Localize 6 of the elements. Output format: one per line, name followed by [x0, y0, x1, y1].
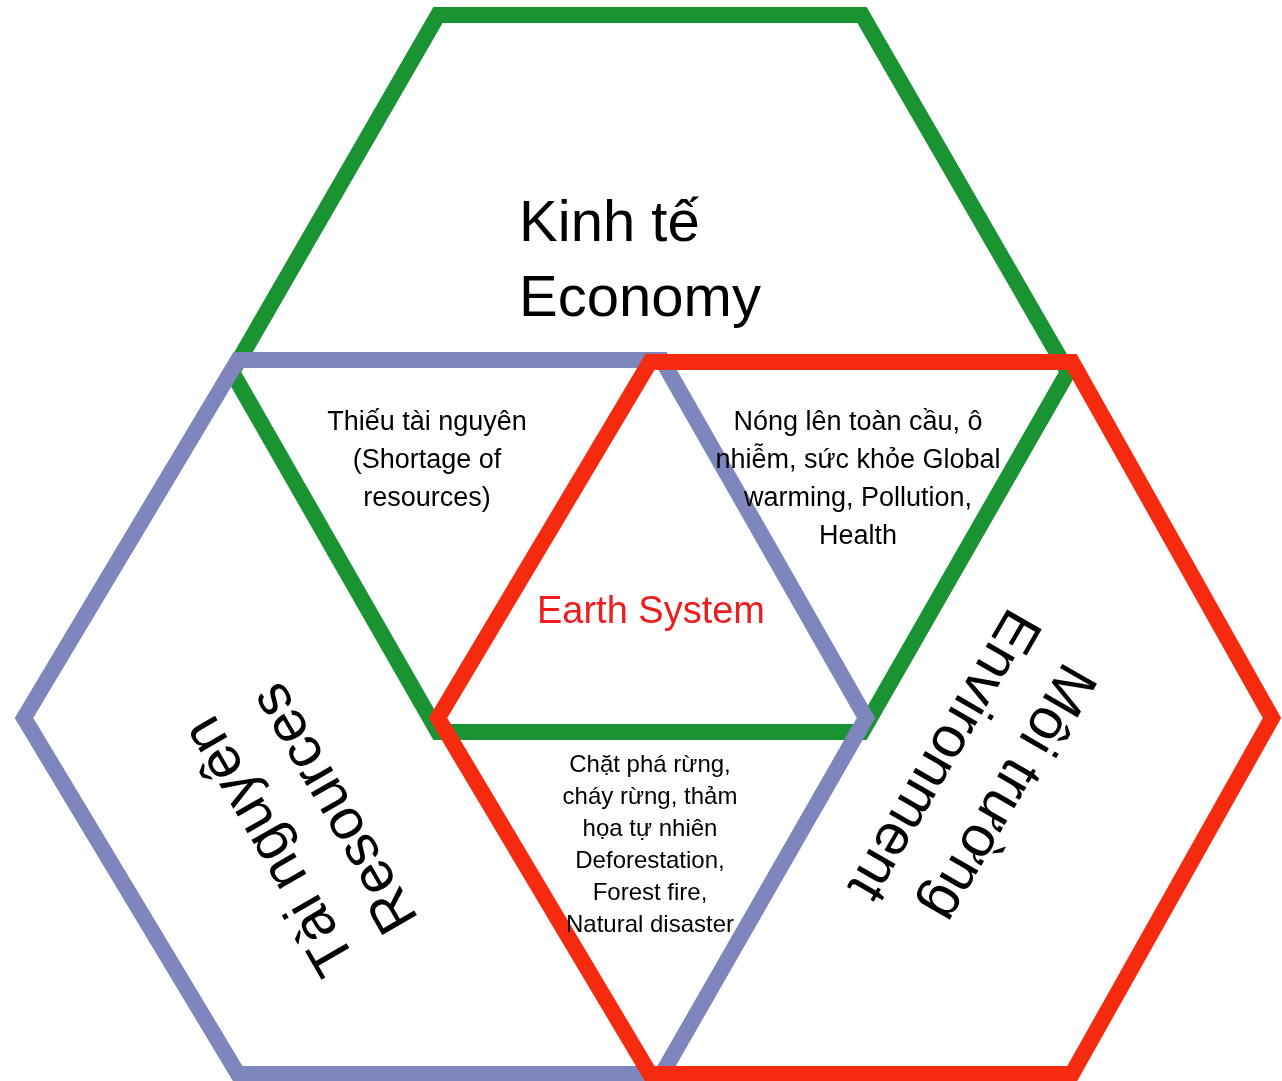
hexagon-title: Kinh tế [519, 186, 700, 255]
overlap-label: Nóng lên toàn cầu, ô nhiễm, sức khỏe Global warming, Pollution, Health [714, 405, 1002, 552]
overlap-label: Chặt phá rừng, cháy rừng, thảm họa tự nhiên Deforestation, Forest fire, Natural disaster [562, 749, 738, 939]
center-label: Earth System [535, 588, 767, 633]
overlap-label: Thiếu tài nguyên (Shortage of resources) [326, 405, 528, 514]
hexagon-title: Economy [519, 262, 761, 330]
